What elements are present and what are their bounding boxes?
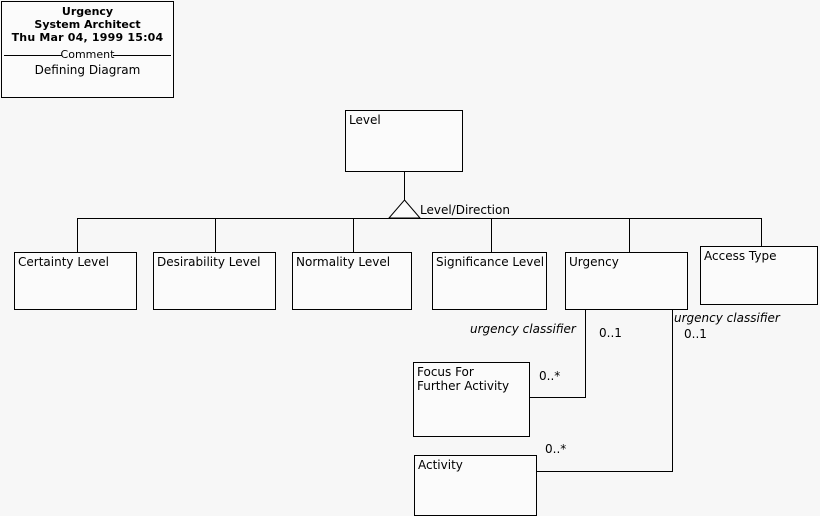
note-timestamp: Thu Mar 04, 1999 15:04: [11, 31, 164, 44]
assoc-focus-target-multiplicity: 0..*: [539, 369, 561, 383]
note-comment-text: Defining Diagram: [34, 63, 141, 77]
assoc-activity-role-label: urgency classifier: [674, 311, 780, 325]
assoc-focus-horizontal-to-focus: [530, 397, 586, 398]
generalization-drop-urgency: [629, 218, 630, 252]
class-name-certainty-level: Certainty Level: [18, 255, 109, 269]
class-box-level[interactable]: Level: [345, 110, 463, 172]
assoc-activity-target-multiplicity: 0..*: [545, 442, 567, 456]
note-author: System Architect: [34, 18, 141, 31]
class-name-level: Level: [349, 113, 381, 127]
class-box-desirability-level[interactable]: Desirability Level: [153, 252, 276, 310]
assoc-focus-vertical-from-urgency: [585, 310, 586, 397]
generalization-drop-certainty: [77, 218, 78, 252]
class-name-significance-level: Significance Level: [436, 255, 545, 269]
assoc-activity-horizontal-to-activity: [537, 471, 673, 472]
class-box-normality-level[interactable]: Normality Level: [292, 252, 412, 310]
generalization-drop-desirability: [215, 218, 216, 252]
class-name-urgency: Urgency: [569, 255, 619, 269]
class-box-certainty-level[interactable]: Certainty Level: [14, 252, 137, 310]
divider-rule-left: [4, 55, 62, 56]
assoc-activity-source-multiplicity: 0..1: [684, 327, 707, 341]
class-name-activity: Activity: [418, 458, 463, 472]
diagram-title-note: Urgency System Architect Thu Mar 04, 199…: [1, 1, 174, 98]
generalization-discriminator-label: Level/Direction: [420, 203, 510, 217]
class-name-focus-for-further-activity: Focus For Further Activity: [417, 365, 510, 393]
divider-rule-right: [113, 55, 171, 56]
assoc-focus-role-label: urgency classifier: [470, 322, 576, 336]
class-name-normality-level: Normality Level: [296, 255, 391, 269]
class-box-focus-for-further-activity[interactable]: Focus For Further Activity: [413, 362, 530, 437]
class-name-access-type: Access Type: [704, 249, 777, 263]
note-divider: Comment: [2, 48, 173, 62]
class-name-desirability-level: Desirability Level: [157, 255, 261, 269]
note-diagram-name: Urgency: [61, 5, 114, 18]
class-box-significance-level[interactable]: Significance Level: [432, 252, 547, 310]
class-box-urgency[interactable]: Urgency: [565, 252, 688, 310]
generalization-triangle-icon: [388, 199, 421, 219]
assoc-activity-vertical-from-urgency: [672, 310, 673, 471]
generalization-stem: [404, 172, 405, 200]
class-box-access-type[interactable]: Access Type: [700, 246, 818, 305]
class-box-activity[interactable]: Activity: [414, 455, 537, 516]
generalization-bus: [77, 218, 762, 219]
note-divider-label: Comment: [60, 48, 115, 61]
generalization-drop-access-type: [761, 218, 762, 246]
assoc-focus-source-multiplicity: 0..1: [599, 326, 622, 340]
generalization-drop-significance: [491, 218, 492, 252]
generalization-drop-normality: [353, 218, 354, 252]
